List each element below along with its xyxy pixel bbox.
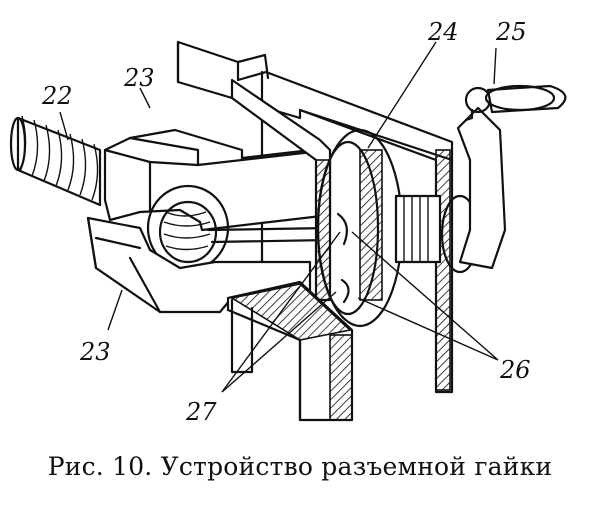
cam-disc — [316, 128, 404, 328]
shaft-hub — [394, 194, 480, 274]
handle-lever — [456, 84, 567, 270]
label-23-bottom: 23 — [79, 338, 111, 366]
lower-half-nut — [86, 216, 312, 314]
figure-caption: Рис. 10. Устройство разъемной гайки — [47, 452, 553, 481]
label-25: 25 — [495, 18, 527, 46]
lead-screw — [9, 115, 102, 207]
label-23-top: 23 — [123, 64, 155, 92]
upper-half-nut — [103, 128, 332, 232]
label-27: 27 — [185, 398, 217, 426]
guide-bars — [226, 78, 354, 422]
leader-lines — [59, 41, 499, 393]
label-26: 26 — [499, 356, 531, 384]
label-24: 24 — [427, 18, 459, 46]
label-22: 22 — [41, 82, 73, 110]
